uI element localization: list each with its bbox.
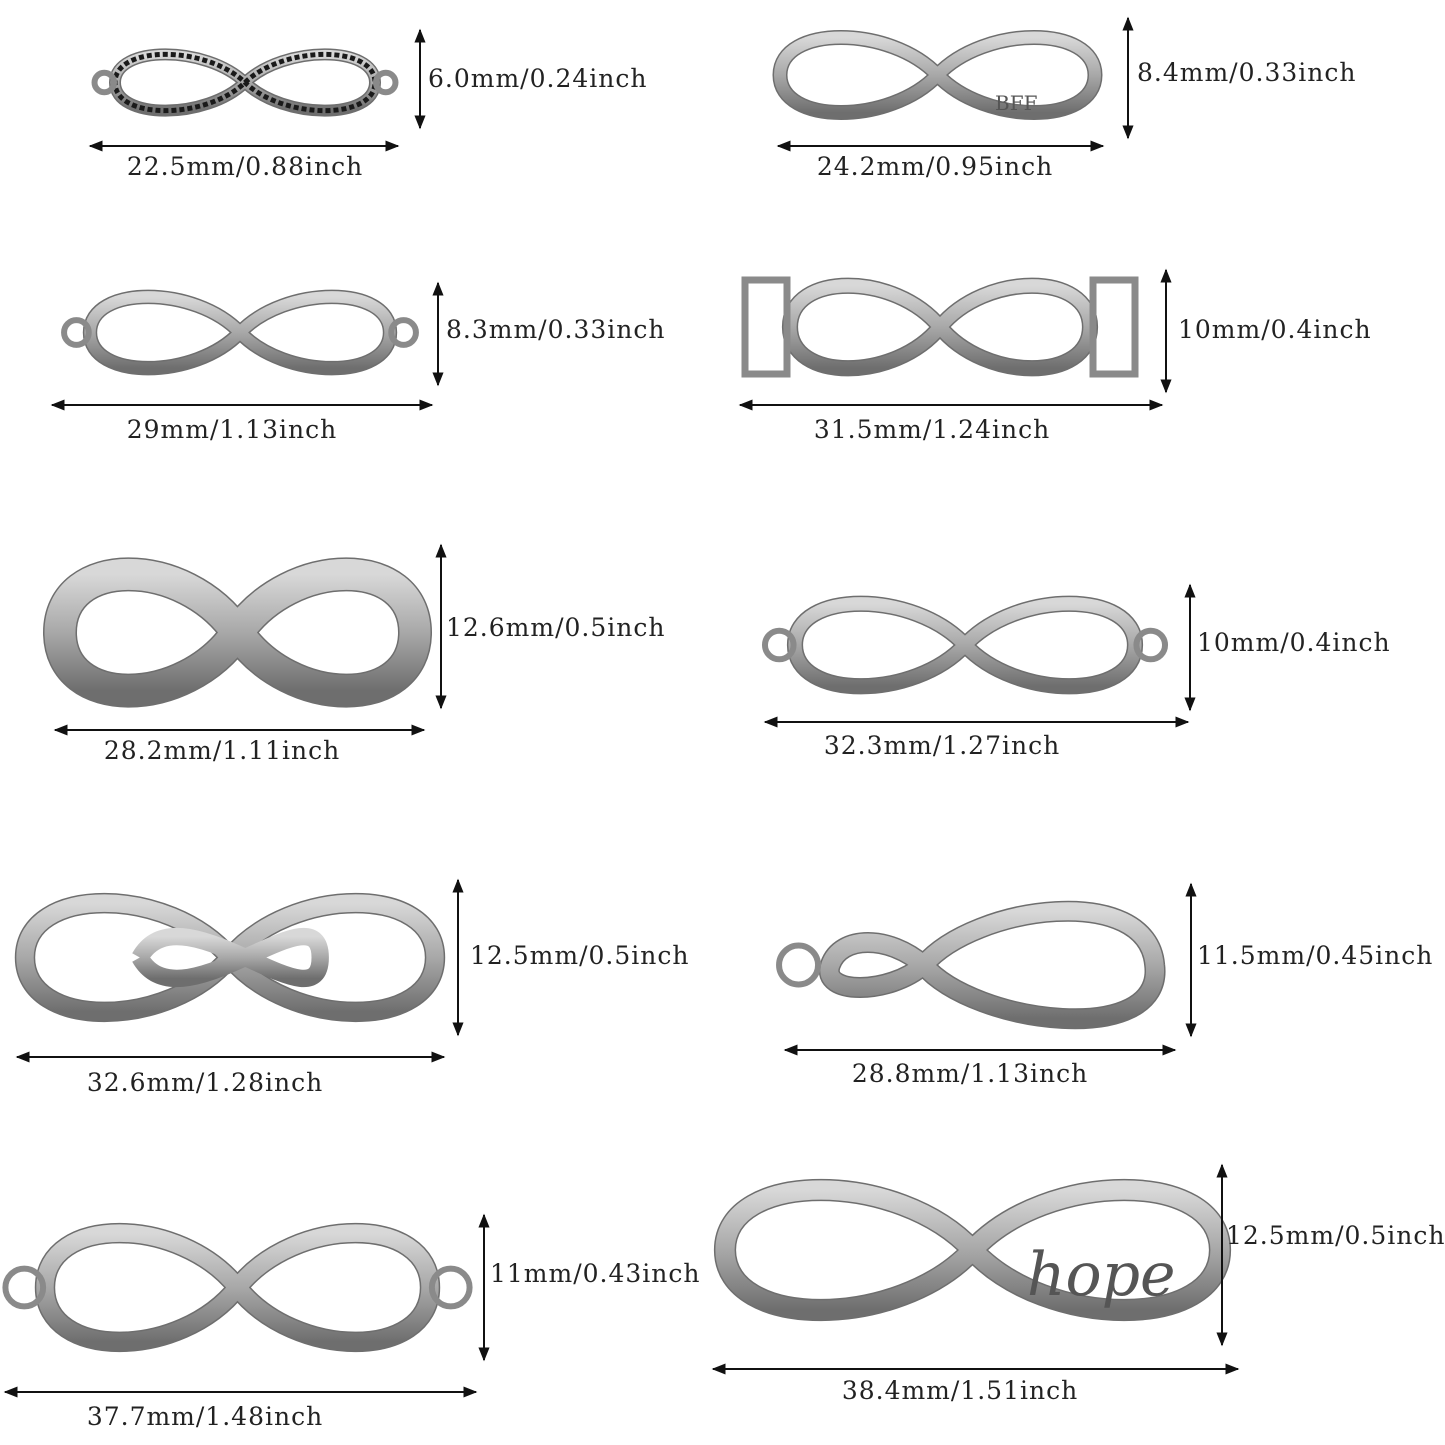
infinity-body	[788, 597, 1142, 693]
jump-loop-right	[388, 317, 419, 348]
width-label: 32.6mm/1.28inch	[86, 1068, 324, 1097]
width-label: 37.7mm/1.48inch	[86, 1402, 324, 1431]
rhinestones	[112, 51, 378, 114]
inner-knot	[132, 927, 329, 988]
double-infinity-knot-charm	[14, 878, 464, 1063]
height-label: 10mm/0.4inch	[1197, 628, 1391, 657]
height-label: 12.5mm/0.5inch	[470, 941, 690, 970]
height-label: 8.3mm/0.33inch	[446, 315, 666, 344]
infinity-body	[36, 1224, 439, 1351]
infinity-body	[773, 31, 1102, 119]
engraving-text: hope	[1027, 1240, 1176, 1310]
jump-loop-right	[1133, 627, 1169, 663]
width-label: 38.4mm/1.51inch	[841, 1376, 1079, 1405]
infinity-body	[820, 902, 1164, 1028]
infinity-body	[783, 279, 1097, 375]
teardrop-infinity-charm	[776, 882, 1197, 1056]
width-label: 24.2mm/0.95inch	[816, 152, 1054, 181]
jump-loop-left	[2, 1265, 47, 1310]
height-label: 10mm/0.4inch	[1178, 315, 1372, 344]
infinity-body	[44, 558, 431, 707]
square-end-left	[741, 276, 791, 378]
width-label: 31.5mm/1.24inch	[813, 415, 1051, 444]
engraving-text: BFF	[995, 91, 1038, 115]
bff-infinity-charm: BFF	[772, 16, 1134, 152]
height-label: 6.0mm/0.24inch	[428, 64, 648, 93]
rhinestone-infinity-connector	[88, 28, 426, 152]
height-label: 12.6mm/0.5inch	[446, 613, 666, 642]
height-label: 11.5mm/0.45inch	[1197, 941, 1434, 970]
slim-infinity-connector	[761, 583, 1196, 728]
height-label: 12.5mm/0.5inch	[1226, 1221, 1445, 1250]
jump-loop-left	[91, 69, 118, 96]
width-label: 28.2mm/1.11inch	[103, 736, 341, 765]
plain-infinity-connector	[50, 281, 444, 411]
hope-infinity-charm: hope	[711, 1163, 1240, 1375]
jump-loop-left	[61, 317, 92, 348]
width-label: 32.3mm/1.27inch	[823, 731, 1061, 760]
infinity-connector-with-square-ends	[738, 268, 1172, 411]
jump-loop-left	[776, 942, 822, 988]
width-label: 28.8mm/1.13inch	[851, 1059, 1089, 1088]
jump-loop-right	[428, 1265, 473, 1310]
wide-infinity-charm	[42, 543, 447, 736]
jump-loop-right	[372, 69, 399, 96]
width-label: 29mm/1.13inch	[126, 415, 338, 444]
infinity-body	[84, 291, 396, 374]
jump-loop-left	[761, 627, 797, 663]
script-infinity-connector	[2, 1213, 490, 1398]
width-label: 22.5mm/0.88inch	[126, 152, 364, 181]
infinity-body	[715, 1180, 1230, 1320]
height-label: 8.4mm/0.33inch	[1137, 58, 1357, 87]
square-end-right	[1089, 276, 1139, 378]
height-label: 11mm/0.43inch	[490, 1259, 701, 1288]
